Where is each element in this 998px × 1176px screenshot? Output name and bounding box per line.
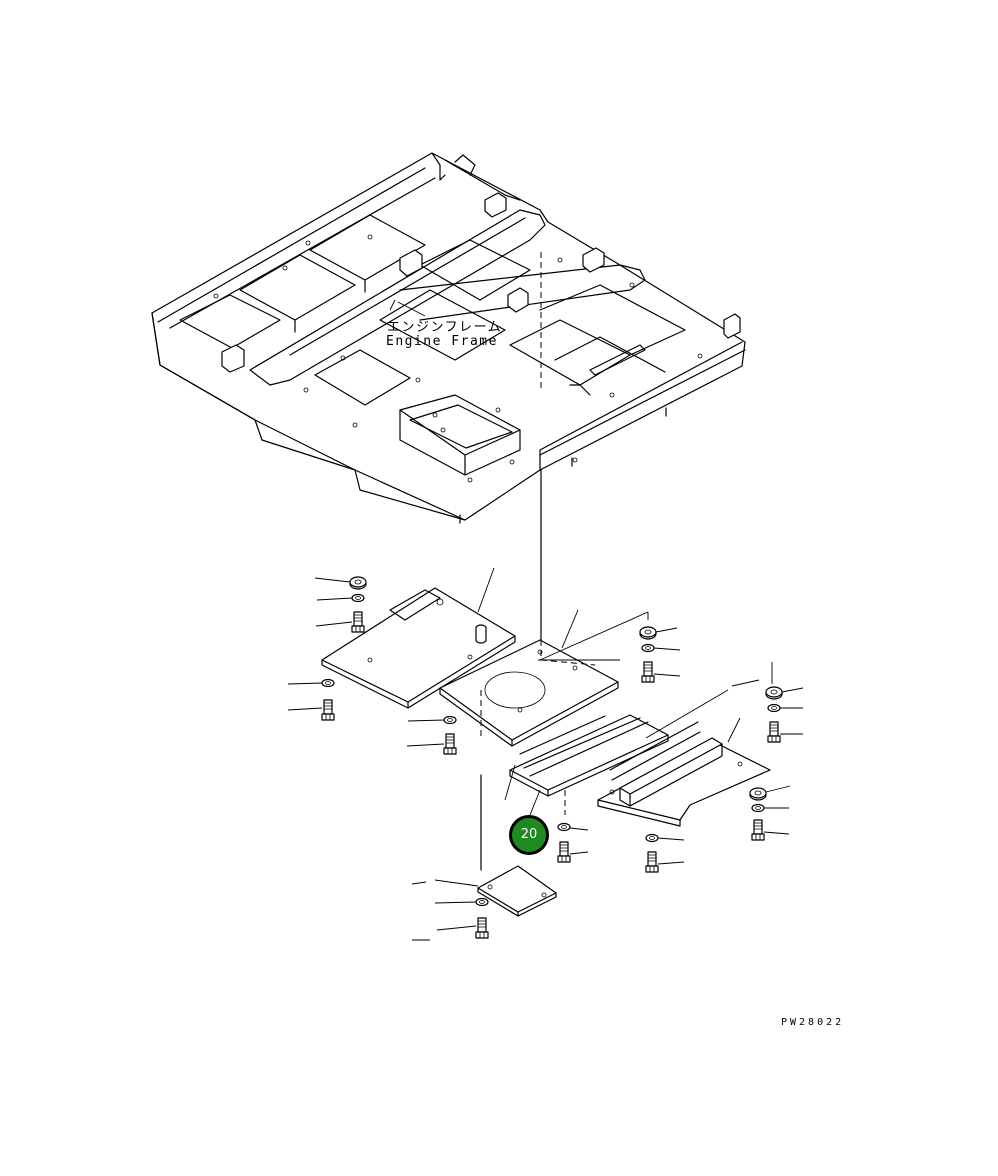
engine-frame [151, 152, 746, 524]
drawing-code: PW28022 [781, 1017, 845, 1028]
engine-frame-label-jp: エンジンフレーム [387, 320, 503, 335]
cover-plate-center [439, 639, 619, 747]
part-callout-badge[interactable]: 20 [509, 815, 549, 855]
cover-plate-left [321, 587, 516, 709]
fasteners-plate-right [645, 833, 685, 873]
fasteners-center-left [406, 715, 457, 755]
fasteners-left-lower [287, 678, 335, 721]
engine-frame-label-en: Engine Frame [386, 334, 498, 349]
fasteners-strip [557, 822, 589, 863]
cover-plate-small [477, 865, 557, 917]
cover-plate-strip [509, 714, 669, 797]
fasteners-center-right [539, 611, 681, 683]
fasteners-right-upper [765, 662, 804, 743]
fasteners-left-upper [314, 576, 367, 633]
cover-plate-right [597, 721, 771, 827]
fasteners-right-lower [749, 785, 791, 841]
fasteners-small-plate [434, 879, 489, 939]
